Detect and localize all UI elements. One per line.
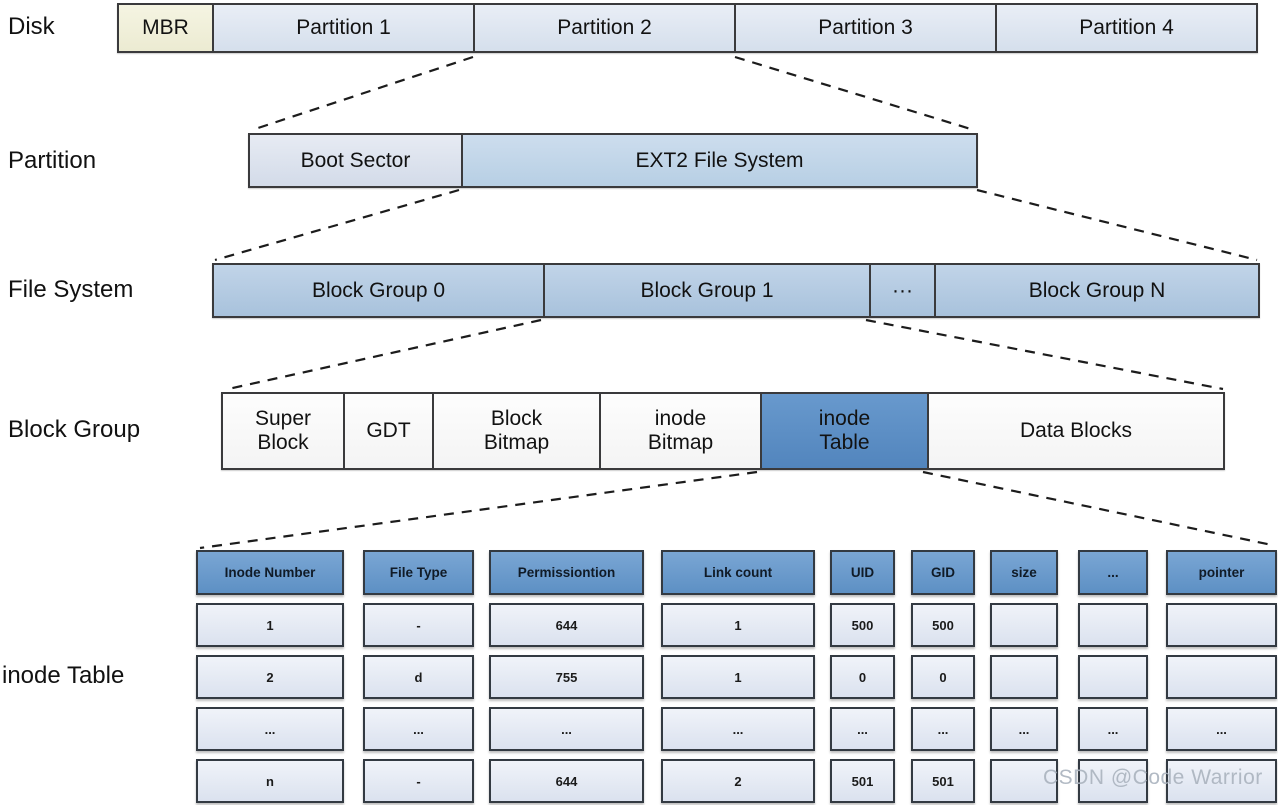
block-group-bar: Super Block GDT Block Bitmap inode Bitma…: [221, 392, 1225, 470]
inode-cell: ...: [830, 707, 895, 751]
inode-cell: 2: [661, 759, 815, 803]
inode-header-link-count: Link count: [661, 550, 815, 595]
inode-cell: 1: [661, 603, 815, 647]
inode-header-size: size: [990, 550, 1058, 595]
gdt-cell: GDT: [343, 394, 432, 468]
boot-sector-cell: Boot Sector: [250, 135, 461, 186]
block-group-n-cell: Block Group N: [934, 265, 1258, 316]
inode-cell: 1: [196, 603, 344, 647]
inode-cell: -: [363, 603, 474, 647]
inode-cell: 500: [911, 603, 975, 647]
disk-cell-partition-4: Partition 4: [995, 5, 1256, 51]
connector-partition-fs-right: [976, 188, 1258, 262]
block-group-0-cell: Block Group 0: [214, 265, 543, 316]
connector-fs-blockgroup-right: [865, 318, 1224, 391]
ext2-filesystem-cell: EXT2 File System: [461, 135, 976, 186]
disk-cell-partition-3: Partition 3: [734, 5, 995, 51]
data-blocks-cell: Data Blocks: [927, 394, 1223, 468]
inode-cell: -: [363, 759, 474, 803]
inode-cell: 644: [489, 603, 644, 647]
inode-cell: [990, 759, 1058, 803]
inode-cell: [1078, 603, 1148, 647]
inode-cell: ...: [990, 707, 1058, 751]
inode-cell: [990, 603, 1058, 647]
inode-cell: [1166, 603, 1277, 647]
connector-fs-blockgroup-left: [227, 318, 542, 391]
inode-header-gid: GID: [911, 550, 975, 595]
connector-blockgroup-inodetable-right: [922, 470, 1273, 547]
inode-cell: ...: [196, 707, 344, 751]
connector-blockgroup-inodetable-left: [199, 470, 758, 550]
inode-cell: 500: [830, 603, 895, 647]
block-group-dots-cell: ···: [869, 265, 934, 316]
inode-cell: 755: [489, 655, 644, 699]
inode-header-pointer: pointer: [1166, 550, 1277, 595]
inode-cell: ...: [489, 707, 644, 751]
block-group-1-cell: Block Group 1: [543, 265, 869, 316]
disk-cell-partition-1: Partition 1: [212, 5, 473, 51]
inode-cell: ...: [1166, 707, 1277, 751]
inode-table-label: inode Table: [2, 662, 125, 689]
inode-header-dots: ...: [1078, 550, 1148, 595]
connector-disk-partition-left: [251, 55, 474, 132]
disk-label: Disk: [8, 13, 55, 40]
inode-cell: ...: [661, 707, 815, 751]
inode-cell: ...: [911, 707, 975, 751]
inode-cell: 1: [661, 655, 815, 699]
inode-cell: 2: [196, 655, 344, 699]
inode-cell: [1166, 655, 1277, 699]
file-system-bar: Block Group 0 Block Group 1 ··· Block Gr…: [212, 263, 1260, 318]
inode-cell: 0: [830, 655, 895, 699]
inode-cell: 644: [489, 759, 644, 803]
disk-cell-partition-2: Partition 2: [473, 5, 734, 51]
watermark: CSDN @Code Warrior: [1043, 766, 1263, 789]
inode-cell: ...: [1078, 707, 1148, 751]
block-bitmap-cell: Block Bitmap: [432, 394, 599, 468]
inode-cell: [1166, 759, 1277, 803]
inode-cell: [990, 655, 1058, 699]
inode-header-file-type: File Type: [363, 550, 474, 595]
inode-header-uid: UID: [830, 550, 895, 595]
inode-header-permissiontion: Permissiontion: [489, 550, 644, 595]
inode-header-inode-number: Inode Number: [196, 550, 344, 595]
block-group-label: Block Group: [8, 416, 141, 443]
disk-cell-mbr: MBR: [119, 5, 212, 51]
inode-cell: [1078, 655, 1148, 699]
inode-cell: d: [363, 655, 474, 699]
disk-bar: MBR Partition 1 Partition 2 Partition 3 …: [117, 3, 1258, 53]
inode-cell: 501: [830, 759, 895, 803]
inode-table-cell: inode Table: [760, 394, 927, 468]
inode-cell: [1078, 759, 1148, 803]
partition-bar: Boot Sector EXT2 File System: [248, 133, 978, 188]
partition-label: Partition: [8, 147, 97, 174]
super-block-cell: Super Block: [223, 394, 343, 468]
inode-cell: n: [196, 759, 344, 803]
inode-bitmap-cell: inode Bitmap: [599, 394, 760, 468]
connector-disk-partition-right: [734, 55, 975, 132]
inode-cell: ...: [363, 707, 474, 751]
connector-partition-fs-left: [214, 188, 460, 262]
inode-cell: 501: [911, 759, 975, 803]
file-system-label: File System: [8, 276, 134, 303]
inode-cell: 0: [911, 655, 975, 699]
